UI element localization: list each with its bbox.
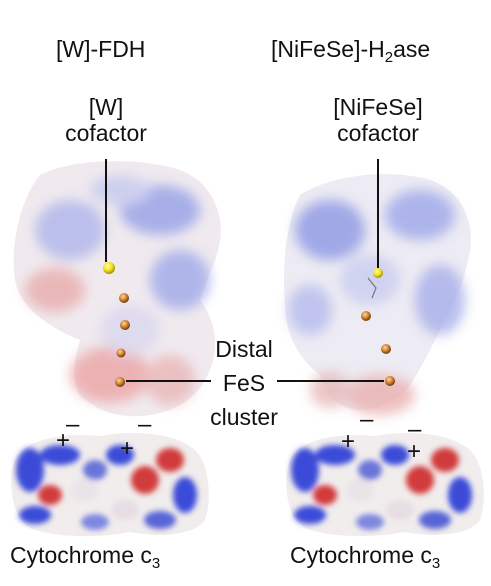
cytochrome-c3-left-surface [11, 432, 209, 537]
charge-plus: + [56, 427, 71, 454]
charge-plus: + [341, 428, 356, 455]
charge-plus: + [407, 438, 422, 465]
w-cofactor-label-line2: cofactor [65, 120, 147, 146]
hydrogenase-protein-surface [283, 174, 471, 415]
hydrogenase-title-main: [NiFeSe]-H [271, 36, 385, 62]
hydrogenase-cluster-chain [361, 268, 395, 386]
distal-label-line2: FeS [222, 370, 266, 396]
cytochrome-left-text: Cytochrome c [10, 542, 152, 568]
fes-cluster-icon [116, 348, 126, 358]
cytochrome-left-subscript: 3 [151, 555, 161, 572]
cytochrome-right-text: Cytochrome c [290, 542, 432, 568]
cytochrome-c3-left-label: Cytochrome c3 [10, 542, 160, 577]
charge-minus: – [66, 411, 80, 438]
hydrogenase-title-subscript: 2 [384, 49, 394, 66]
cytochrome-right-subscript: 3 [431, 555, 441, 572]
fes-cluster-icon [381, 344, 391, 354]
nifese-cofactor-label: [NiFeSe] cofactor [318, 94, 438, 146]
w-cofactor-label-line1: [W] [88, 94, 124, 120]
fdh-protein-surface [13, 161, 221, 417]
fes-cluster-icon [361, 311, 371, 321]
fdh-title: [W]-FDH [56, 36, 146, 62]
w-cofactor-label: [W] cofactor [56, 94, 156, 146]
nifese-cofactor-icon [373, 268, 383, 278]
charge-plus: + [120, 435, 135, 462]
fes-cluster-icon [120, 320, 130, 330]
nifese-cofactor-label-line1: [NiFeSe] [333, 94, 423, 120]
distal-label-line3: cluster [210, 404, 278, 430]
cytochrome-c3-right-surface [286, 432, 484, 537]
fes-cluster-icon [119, 293, 129, 303]
nifese-cofactor-label-line2: cofactor [337, 120, 419, 146]
fdh-cluster-chain [103, 262, 130, 387]
distal-fes-cluster-label: Distal FeS cluster [194, 332, 294, 434]
fes-cluster-icon [115, 377, 125, 387]
charge-minus: – [360, 406, 374, 433]
w-cofactor-icon [103, 262, 115, 274]
hydrogenase-title-tail: ase [393, 36, 431, 62]
cytochrome-c3-right-label: Cytochrome c3 [290, 542, 440, 577]
distal-label-line1: Distal [215, 336, 273, 362]
charge-minus: – [408, 416, 422, 443]
charge-minus: – [138, 411, 152, 438]
fes-cluster-icon [385, 376, 395, 386]
hydrogenase-title: [NiFeSe]-H2ase [271, 36, 430, 71]
